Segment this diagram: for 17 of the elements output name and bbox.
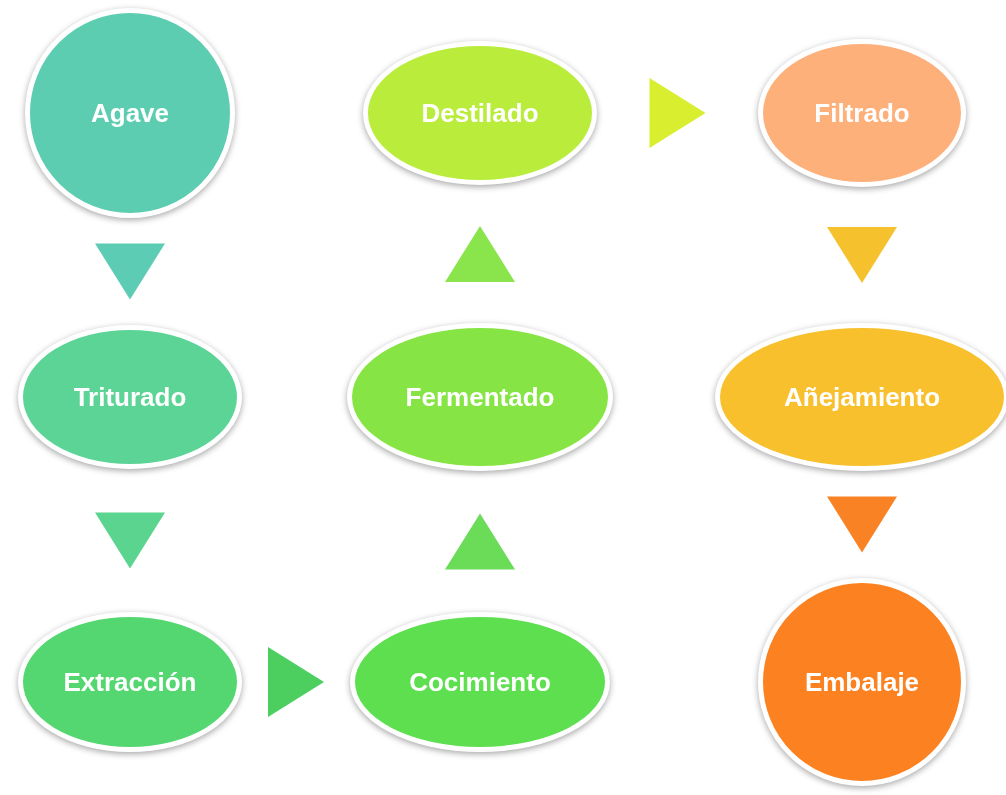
step-label: Cocimiento [409,666,551,698]
step-label: Fermentado [405,381,555,413]
arrow [445,513,515,570]
step-label: Embalaje [804,666,920,698]
arrow [649,78,706,148]
step-label: Extracción [63,666,197,698]
arrow [95,243,165,300]
arrow [827,496,897,553]
step-label: Añejamiento [784,381,940,413]
arrow [95,512,165,569]
step-label: Filtrado [814,97,910,129]
arrow [827,227,897,283]
step-label: Destilado [421,97,539,129]
arrow [268,647,324,717]
arrow [445,226,515,282]
step-label: Agave [90,97,169,129]
step-label: Triturado [73,381,187,413]
